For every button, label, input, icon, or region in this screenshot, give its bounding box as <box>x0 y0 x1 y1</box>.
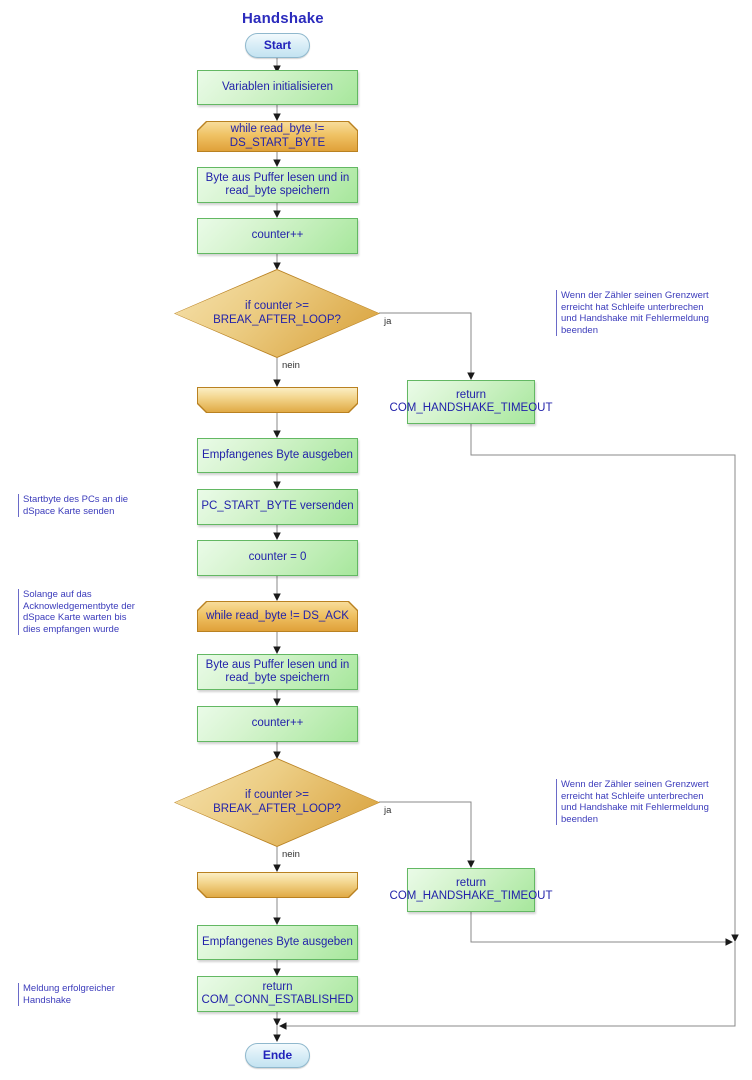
node-ende[interactable]: Ende <box>245 1043 310 1068</box>
arrowhead <box>273 593 281 601</box>
node-while-start-byte[interactable]: while read_byte != DS_START_BYTE <box>198 122 357 151</box>
edge-decision1-ja <box>379 312 472 376</box>
node-read-buffer-1[interactable]: Byte aus Puffer lesen und in read_byte s… <box>197 167 358 203</box>
edge-label-ja-2: ja <box>384 805 392 816</box>
node-loop-end-1[interactable] <box>198 388 357 412</box>
edge-decision2-ja <box>379 801 472 864</box>
node-print-byte-2-label: Empfangenes Byte ausgeben <box>202 935 353 948</box>
diagram-title: Handshake <box>242 10 324 27</box>
note-success: Meldung erfolgreicher Handshake <box>18 983 173 1006</box>
node-print-byte-1[interactable]: Empfangenes Byte ausgeben <box>197 438 358 473</box>
edge-exit-rail-to-junction <box>283 942 736 1027</box>
node-counter-inc-2-label: counter++ <box>251 717 304 730</box>
arrowhead <box>273 481 281 489</box>
node-counter-reset[interactable]: counter = 0 <box>197 540 358 576</box>
arrowhead <box>467 372 475 380</box>
node-counter-inc-2[interactable]: counter++ <box>197 706 358 742</box>
arrowhead <box>273 917 281 925</box>
node-ende-label: Ende <box>262 1047 293 1062</box>
arrowhead <box>273 1034 281 1042</box>
node-start-label: Start <box>263 37 292 52</box>
node-read-buffer-2[interactable]: Byte aus Puffer lesen und in read_byte s… <box>197 654 358 690</box>
edge-return1-to-exit-rail <box>470 424 736 938</box>
node-return-timeout-2-label: return COM_HANDSHAKE_TIMEOUT <box>389 876 553 903</box>
node-decision-1-label: if counter >= BREAK_AFTER_LOOP? <box>213 300 341 326</box>
node-while-ack[interactable]: while read_byte != DS_ACK <box>198 602 357 631</box>
node-send-start-byte-label: PC_START_BYTE versenden <box>201 500 354 513</box>
node-return-timeout-1-label: return COM_HANDSHAKE_TIMEOUT <box>389 388 553 415</box>
edge-label-ja-1: ja <box>384 316 392 327</box>
node-counter-inc-1[interactable]: counter++ <box>197 218 358 254</box>
node-while-ack-label: while read_byte != DS_ACK <box>206 609 349 622</box>
arrowhead <box>731 934 739 942</box>
node-print-byte-2[interactable]: Empfangenes Byte ausgeben <box>197 925 358 960</box>
arrowhead <box>273 698 281 706</box>
note-ack-wait: Solange auf das Acknowledgementbyte der … <box>18 589 173 635</box>
edge-label-nein-1: nein <box>282 360 300 371</box>
arrowhead <box>273 1018 281 1026</box>
arrowhead <box>273 751 281 759</box>
node-counter-reset-label: counter = 0 <box>248 551 307 564</box>
arrowhead <box>273 159 281 167</box>
node-return-timeout-2[interactable]: return COM_HANDSHAKE_TIMEOUT <box>390 868 552 912</box>
edge-return2-to-exit-rail <box>470 912 729 943</box>
node-print-byte-1-label: Empfangenes Byte ausgeben <box>202 448 353 461</box>
arrowhead <box>273 262 281 270</box>
node-decision-2-label: if counter >= BREAK_AFTER_LOOP? <box>213 789 341 815</box>
arrowhead <box>273 379 281 387</box>
note-startbyte: Startbyte des PCs an die dSpace Karte se… <box>18 494 173 517</box>
node-read-buffer-1-label: Byte aus Puffer lesen und in read_byte s… <box>205 171 350 198</box>
node-counter-inc-1-label: counter++ <box>251 229 304 242</box>
arrowhead <box>273 430 281 438</box>
node-while-start-byte-label: while read_byte != DS_START_BYTE <box>229 123 326 149</box>
node-loop-end-2[interactable] <box>198 873 357 897</box>
node-return-established-label: return COM_CONN_ESTABLISHED <box>201 980 354 1007</box>
arrowhead <box>273 532 281 540</box>
arrowhead <box>273 113 281 121</box>
arrowhead <box>273 210 281 218</box>
node-return-established[interactable]: return COM_CONN_ESTABLISHED <box>197 976 358 1012</box>
arrowhead <box>273 864 281 872</box>
arrowhead <box>467 860 475 868</box>
note-timeout-2: Wenn der Zähler seinen Grenzwert erreich… <box>556 779 731 825</box>
node-init-vars[interactable]: Variablen initialisieren <box>197 70 358 105</box>
note-timeout-1: Wenn der Zähler seinen Grenzwert erreich… <box>556 290 731 336</box>
arrowhead <box>273 968 281 976</box>
node-start[interactable]: Start <box>245 33 310 58</box>
arrowhead <box>273 646 281 654</box>
node-read-buffer-2-label: Byte aus Puffer lesen und in read_byte s… <box>205 658 350 685</box>
node-return-timeout-1[interactable]: return COM_HANDSHAKE_TIMEOUT <box>390 380 552 424</box>
arrowhead <box>273 65 281 73</box>
arrowhead <box>279 1022 287 1030</box>
edge-label-nein-2: nein <box>282 849 300 860</box>
node-init-vars-label: Variablen initialisieren <box>221 80 333 93</box>
arrowhead <box>725 938 733 946</box>
node-send-start-byte[interactable]: PC_START_BYTE versenden <box>197 489 358 525</box>
